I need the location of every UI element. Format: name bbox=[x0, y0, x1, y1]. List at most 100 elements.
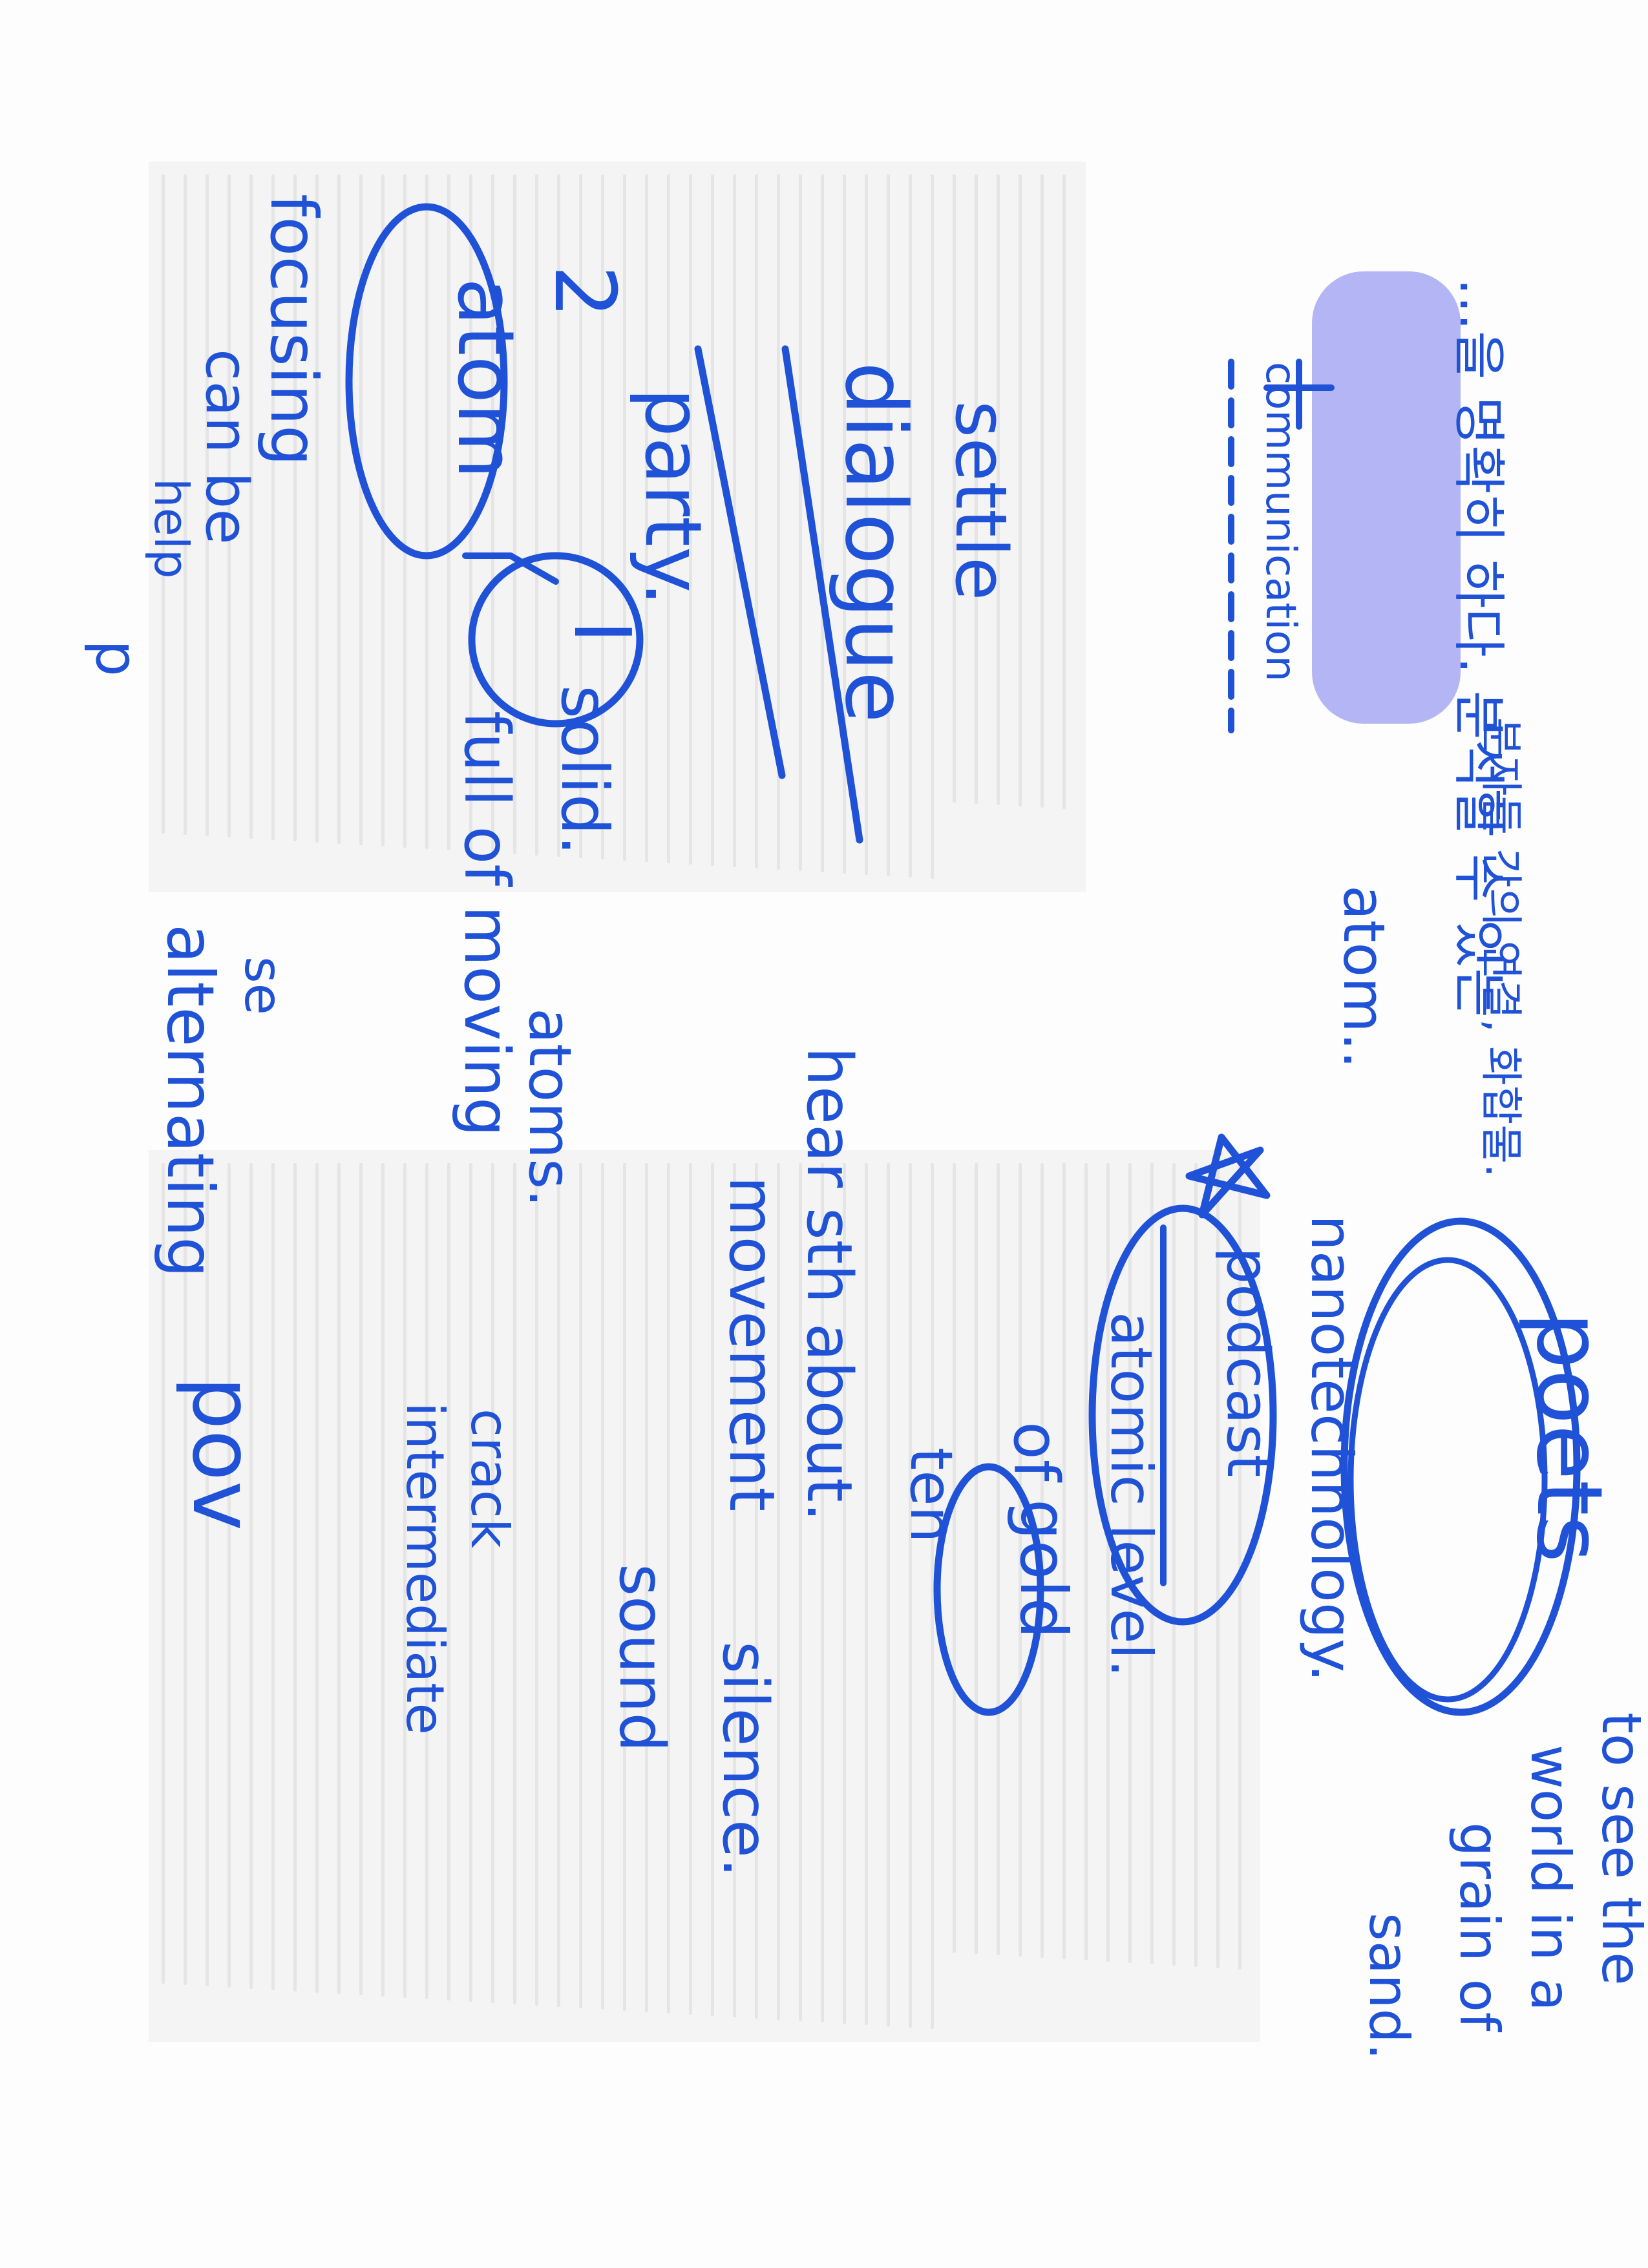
faint-print-line bbox=[799, 174, 802, 871]
faint-print-line bbox=[359, 1163, 363, 1995]
faint-print-line bbox=[1106, 1163, 1110, 1962]
korean-note: 분자들 간의 연결, 화합물. bbox=[1476, 717, 1526, 1177]
faint-print-line bbox=[271, 1163, 275, 1990]
sound-word: sound bbox=[606, 1564, 678, 1752]
pov-word: pov bbox=[174, 1376, 272, 1531]
dialogue-word: dialogue bbox=[827, 362, 925, 723]
number-two: 2 bbox=[536, 265, 634, 319]
atom-circle bbox=[345, 203, 508, 560]
faint-print-line bbox=[381, 1163, 385, 1997]
faint-print-line bbox=[293, 174, 297, 841]
faint-print-line bbox=[535, 174, 538, 856]
faint-print-line bbox=[403, 1163, 407, 1998]
i-circle bbox=[468, 552, 644, 728]
faint-print-block-left bbox=[149, 162, 1086, 892]
faint-print-line bbox=[447, 1163, 450, 2000]
faint-print-line bbox=[1062, 1163, 1066, 1959]
faint-print-line bbox=[931, 1163, 934, 2029]
poets-word: poets bbox=[1516, 1312, 1622, 1563]
movement-word: movement bbox=[715, 1176, 788, 1511]
faint-print-line bbox=[689, 174, 692, 865]
star-icon bbox=[1185, 1133, 1271, 1219]
faint-print-line bbox=[469, 174, 472, 852]
faint-print-line bbox=[865, 1163, 868, 2025]
atoms-word: atoms. bbox=[516, 1008, 584, 1208]
faint-print-line bbox=[975, 1163, 978, 1954]
faint-print-line bbox=[821, 174, 824, 872]
alternating-word: alternating bbox=[153, 924, 228, 1278]
faint-print-line bbox=[425, 174, 428, 849]
faint-print-line bbox=[931, 174, 934, 879]
atomic-level: atomic level. bbox=[1098, 1312, 1165, 1677]
korean-heading-group: …을 명확히 하다. 분석할 수 있는 bbox=[1312, 271, 1509, 1017]
faint-print-line bbox=[623, 174, 626, 861]
faint-print-line bbox=[645, 1163, 648, 2012]
faint-print-line bbox=[711, 174, 714, 866]
faint-print-line bbox=[953, 1163, 956, 1953]
faint-print-line bbox=[491, 174, 494, 853]
hear-sth-about: hear sth about. bbox=[793, 1047, 865, 1522]
faint-print-line bbox=[469, 1163, 472, 2002]
faint-print-line bbox=[997, 1163, 1000, 1955]
faint-print-line bbox=[601, 1163, 604, 2010]
faint-print-line bbox=[227, 174, 231, 837]
faint-print-line bbox=[315, 1163, 319, 1993]
faint-print-line bbox=[403, 174, 407, 848]
grain-of: grain of bbox=[1448, 1822, 1511, 2033]
faint-print-line bbox=[381, 174, 385, 846]
faint-print-line bbox=[337, 174, 341, 844]
faint-print-line bbox=[997, 174, 1000, 805]
faint-print-line bbox=[975, 174, 978, 804]
faint-print-line bbox=[601, 174, 604, 859]
podcast-circle bbox=[1088, 1204, 1277, 1626]
party-word: party. bbox=[628, 388, 717, 606]
atom-dots: atom.. bbox=[1331, 885, 1397, 1069]
blurred-highlight bbox=[1312, 271, 1461, 724]
faint-print-line bbox=[184, 1163, 187, 1985]
faint-print-line bbox=[557, 1163, 560, 2007]
faint-print-line bbox=[865, 174, 868, 875]
faint-print-line bbox=[887, 174, 890, 876]
faint-print-line bbox=[491, 1163, 494, 2003]
faint-print-line bbox=[843, 1163, 846, 2024]
faint-print-line bbox=[447, 174, 450, 850]
faint-print-line bbox=[733, 1163, 736, 2017]
faint-print-line bbox=[337, 1163, 341, 1994]
faint-print-line bbox=[425, 1163, 428, 1999]
faint-print-line bbox=[249, 1163, 253, 1989]
faint-print-line bbox=[359, 174, 363, 845]
faint-print-line bbox=[1041, 174, 1044, 808]
arrow-mark bbox=[1263, 359, 1335, 430]
ten-word: ten bbox=[897, 1447, 965, 1543]
faint-print-line bbox=[162, 1163, 165, 1984]
faint-print-line bbox=[535, 1163, 538, 2006]
faint-print-block-right bbox=[149, 1150, 1260, 2042]
faint-print-line bbox=[513, 174, 516, 854]
nanotechnology: nanotechnology. bbox=[1298, 1215, 1365, 1682]
faint-print-line bbox=[623, 1163, 626, 2011]
faint-print-line bbox=[1128, 1163, 1132, 1963]
settle-word: settle bbox=[940, 401, 1022, 600]
faint-print-line bbox=[1062, 174, 1066, 809]
faint-print-line bbox=[1172, 1163, 1176, 1966]
faint-print-line bbox=[843, 174, 846, 874]
poets-circle bbox=[1340, 1217, 1581, 1716]
korean-heading: …을 명확히 하다. 분석할 수 있는 bbox=[1448, 278, 1509, 1017]
faint-print-line bbox=[953, 174, 956, 803]
faint-print-line bbox=[1084, 1163, 1088, 1960]
faint-print-line bbox=[206, 174, 209, 836]
can-be-word: can be bbox=[193, 349, 260, 545]
faint-print-line bbox=[689, 1163, 692, 2015]
help-word: help bbox=[144, 478, 198, 579]
sand: sand. bbox=[1357, 1913, 1421, 2061]
faint-print-line bbox=[667, 1163, 670, 2013]
faint-print-line bbox=[909, 1163, 912, 2028]
p-word: p bbox=[83, 640, 151, 677]
faint-print-line bbox=[162, 174, 165, 834]
of-word: of bbox=[1000, 1422, 1072, 1483]
faint-print-line bbox=[821, 1163, 824, 2022]
faint-print-line bbox=[645, 174, 648, 862]
crack-word: crack bbox=[460, 1409, 520, 1549]
faint-print-line bbox=[293, 1163, 297, 1991]
faint-print-line bbox=[206, 1163, 209, 1986]
